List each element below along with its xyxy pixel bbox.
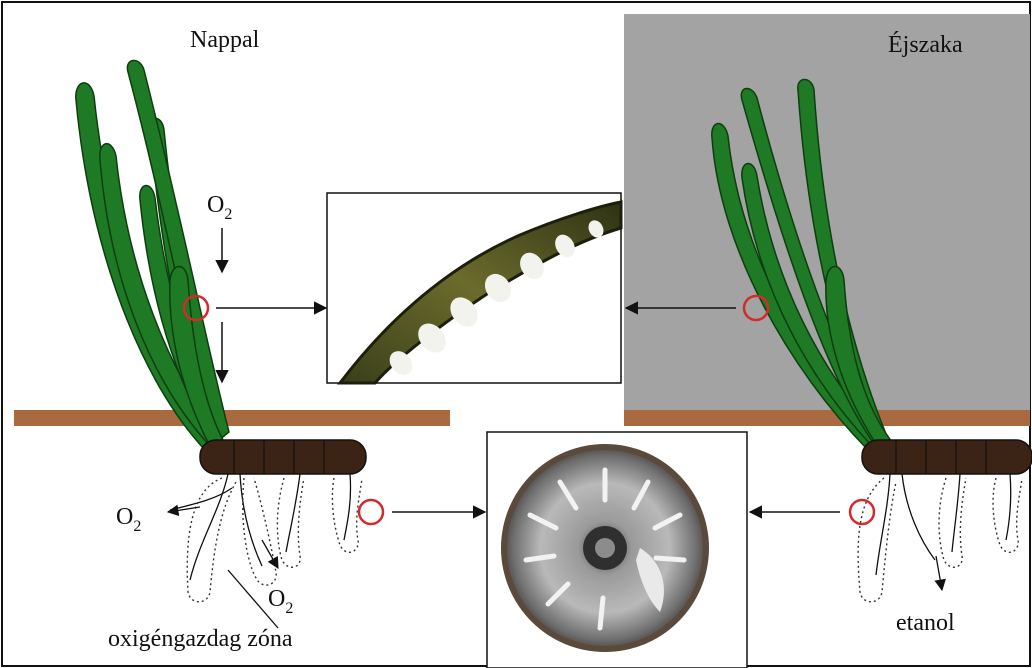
root-cross-section-panel xyxy=(487,432,747,668)
soil-night xyxy=(624,410,1030,426)
arrow-ethanol xyxy=(936,556,942,590)
day-rhizome xyxy=(200,440,366,474)
label-day: Nappal xyxy=(190,27,260,53)
day-roots xyxy=(170,474,351,580)
arrow-o2-bottom xyxy=(262,540,278,568)
day-plant xyxy=(76,60,229,450)
label-night: Éjszaka xyxy=(888,32,963,58)
night-root-highlight-circle xyxy=(850,500,874,524)
label-ethanol: etanol xyxy=(896,610,955,636)
day-oxygen-zones xyxy=(187,478,362,602)
night-rhizome xyxy=(862,440,1032,474)
night-dotted-zones xyxy=(858,478,1022,602)
leaf-cross-section-panel xyxy=(327,193,621,383)
label-o2-bottom: O2 xyxy=(268,586,293,617)
label-o2-top: O2 xyxy=(207,192,232,223)
soil-day xyxy=(14,410,450,426)
day-root-highlight-circle xyxy=(359,500,383,524)
root-section-vascular-core xyxy=(595,538,615,558)
label-oxygen-zone: oxigéngazdag zóna xyxy=(108,626,293,652)
label-o2-left: O2 xyxy=(116,504,141,535)
